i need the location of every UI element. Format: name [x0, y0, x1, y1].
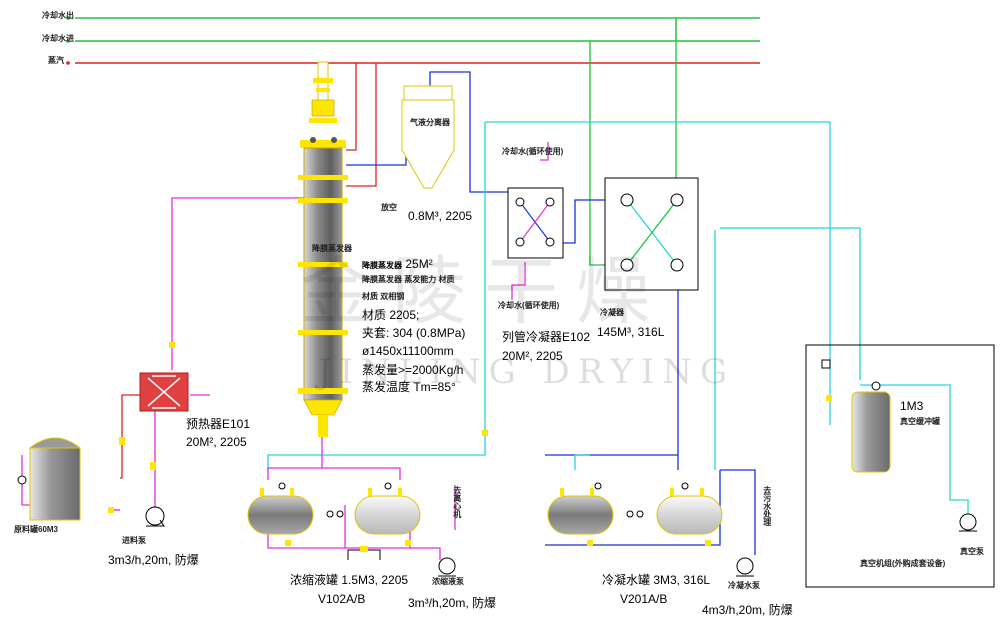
- vacuum-pump-label: 真空泵: [960, 547, 984, 556]
- main-condenser-spec: 145M³, 316L: [597, 325, 665, 339]
- utility-label-steam: 蒸汽: [48, 56, 64, 65]
- utility-line-cooling-water-in: [66, 39, 760, 43]
- vapor-liquid-separator: [401, 85, 455, 189]
- evaporator-material: 材质 2205;: [362, 308, 420, 322]
- vacuum-tank-label: 真空缓冲罐: [900, 417, 940, 426]
- v201-tag: V201A/B: [620, 592, 668, 606]
- v201-name: 冷凝水罐 3M3, 316L: [602, 573, 711, 587]
- v102-pump-name: 浓缩液泵: [432, 577, 464, 586]
- v201-pump-spec: 4m3/h,20m, 防爆: [702, 603, 793, 617]
- v102-pump-spec: 3m³/h,20m, 防爆: [408, 596, 497, 610]
- vacuum-tank-volume: 1M3: [900, 399, 924, 413]
- main-condenser-name: 冷凝器: [600, 308, 624, 317]
- main-condenser: [604, 177, 699, 291]
- receiver-v102-pump: [438, 557, 456, 577]
- e102-top-label: 冷却水(循环使用): [502, 147, 564, 156]
- evaporator-line1: 降膜蒸发器 蒸发能力 材质: [362, 275, 455, 284]
- e102-name: 列管冷凝器E102: [502, 330, 591, 344]
- e102-bottom-label: 冷却水(循环使用): [498, 301, 560, 310]
- evaporator-area-value: 25M²: [405, 257, 433, 271]
- receiver-v201-pump: [736, 557, 754, 577]
- receiver-v102: [247, 482, 421, 535]
- v201-pump-name: 冷凝水泵: [728, 581, 760, 590]
- vent-label: 放空: [381, 203, 397, 212]
- feed-tank: [17, 437, 82, 521]
- v201-side-label: 去污水处理: [762, 486, 772, 526]
- evaporator-area-label: 降膜蒸发器: [362, 261, 402, 270]
- v102-tag: V102A/B: [318, 592, 366, 606]
- watermark-en: JINLING DRYING: [318, 352, 736, 392]
- preheater-name: 预热器E101: [186, 417, 251, 431]
- separator-spec: 0.8M³, 2205: [408, 209, 473, 223]
- vacuum-unit-caption: 真空机组(外购成套设备): [860, 559, 946, 568]
- feed-pump: [145, 506, 165, 527]
- utility-label-cooling-out: 冷却水出: [42, 11, 74, 20]
- valves: [108, 342, 832, 546]
- utility-label-cooling-in: 冷却水进: [42, 34, 74, 43]
- feed-pump-spec: 3m3/h,20m, 防爆: [108, 553, 199, 567]
- vapor-piping: [346, 71, 756, 555]
- watermark-cn: 金陵干燥: [300, 249, 668, 335]
- evaporator-temp: 蒸发温度 Tm=85°: [362, 380, 456, 394]
- utility-line-cooling-water-out: [66, 16, 760, 20]
- evaporator-line2: 材质 双相钢: [362, 292, 405, 301]
- vacuum-unit: [805, 344, 995, 588]
- e102-spec: 20M², 2205: [502, 349, 563, 363]
- receiver-v201: [547, 482, 723, 535]
- separator-name: 气液分离器: [410, 118, 450, 127]
- evaporator-size: ø1450x11100mm: [362, 344, 454, 358]
- evaporator-capacity: 蒸发量>=2000Kg/h: [362, 363, 464, 377]
- evaporator-title-vertical: 降膜蒸发器: [312, 244, 352, 253]
- evaporator-jacket: 夹套: 304 (0.8MPa): [362, 326, 466, 340]
- evaporator-area: 降膜蒸发器 25M²: [362, 257, 433, 271]
- condenser-e102: [507, 187, 564, 259]
- v102-name: 浓缩液罐 1.5M3, 2205: [290, 573, 409, 587]
- feed-tank-name: 原料罐60M3: [14, 525, 59, 534]
- preheater-spec: 20M², 2205: [186, 435, 247, 449]
- falling-film-evaporator: [298, 61, 348, 437]
- feed-pump-name: 进料泵: [122, 536, 146, 545]
- receiver-v102-drain: [347, 546, 381, 560]
- preheater-e101: [139, 372, 189, 412]
- v102-side-label: 去离心机: [452, 486, 462, 518]
- utility-line-steam: [66, 61, 760, 65]
